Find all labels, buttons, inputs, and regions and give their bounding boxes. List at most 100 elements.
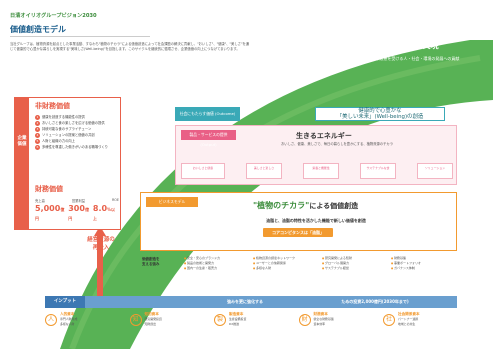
capital-item: 多様な人財: [60, 321, 75, 326]
capital-item: 知財創出: [144, 321, 157, 326]
input-middle-text: 強みを更に強化する: [227, 299, 263, 304]
capital-item: 研究開発投資: [144, 317, 162, 321]
capital-name: 財務資本: [313, 312, 328, 316]
capital-text: 製造資本 生産設備投資 DX推進: [229, 312, 246, 326]
output-tag: 製品・サービスの提供 (Output): [181, 130, 236, 147]
strengths-label: 価値創造を 支える強み: [142, 257, 182, 267]
number-badge: 5: [35, 138, 40, 144]
list-item: 多様な人財: [253, 266, 319, 271]
list-item-text: おいしさと食の楽しさを広げる価値の提供: [42, 121, 105, 125]
number-badge: 6: [35, 144, 40, 150]
capital-intellectual: 知 知的資本 研究開発投資 知財創出: [129, 312, 204, 342]
financial-value-profit: 300億円: [68, 204, 93, 222]
financial-heading: 財務価値: [35, 185, 63, 193]
title-rest: による価値創造: [309, 202, 359, 210]
outcome-line1: 健康的で心豊かな: [358, 108, 402, 114]
outcome-row: 社会にもたらす価値 (Outcome) 健康的で心豊かな 「美しい未来」(Wel…: [175, 107, 457, 121]
number-badge: 2: [35, 120, 40, 126]
output-chip: ソリューション: [417, 163, 453, 179]
value-number: 5,000: [35, 204, 61, 213]
corporate-value-label: 企業価値: [17, 136, 27, 147]
corporate-value-side-bar: 企業価値: [15, 98, 29, 229]
list-item: グローバル展開力: [322, 261, 388, 266]
capital-item: DX推進: [229, 321, 239, 326]
capital-item: 専門人財育成: [60, 317, 78, 321]
financial-label-roe: ROE: [112, 198, 119, 202]
list-item: ユーザーとの信頼関係: [253, 261, 319, 266]
business-model-box: ビジネスモデル "植物のチカラ"による価値創造 油脂と、油脂の特性を活かした機能…: [140, 192, 457, 251]
human-capital-icon: 人: [45, 314, 57, 326]
capital-item: 資本効率: [313, 321, 326, 326]
capital-name: 知的資本: [144, 312, 159, 316]
list-item-text: 持続可能な食のサプライチェーン: [42, 127, 92, 131]
strengths-column: 安全・安心のブランド力 製品の技術と開発力 国内一の生産・販売力: [184, 256, 250, 271]
value-unit: 億円: [35, 207, 65, 221]
strengths-label-line2: 支える強み: [142, 262, 160, 266]
business-model-subtitle: 油脂と、油脂の特性を活かした機能で新しい価値を創造: [266, 218, 366, 223]
list-item-text: 健康を創造する機能性の提供: [42, 115, 85, 119]
value-number: 8.0: [92, 204, 108, 213]
list-item: サステナブル経営: [322, 266, 388, 271]
reinvestment-line2: 再投入: [92, 245, 110, 251]
header-brand: 日清オイリオグループビジョン2030: [10, 13, 97, 19]
manufactured-capital-icon: 製: [214, 314, 226, 326]
list-item: 植物資源の調達ネットワーク: [253, 256, 319, 261]
number-badge: 3: [35, 126, 40, 132]
list-item: 事業ポートフォリオ: [391, 261, 457, 266]
title-quote: "植物のチカラ": [253, 201, 310, 210]
capital-social: 社 社会関係資本 パートナー連携 地域との共生: [383, 312, 457, 342]
sustainability-title: サステナビリティの実現: [351, 41, 439, 50]
value-number: 300: [68, 204, 85, 213]
input-tag: インプット: [45, 296, 85, 308]
financial-value-roe: 8.0%以上: [93, 204, 119, 222]
capital-text: 社会関係資本 パートナー連携 地域との共生: [398, 312, 420, 326]
capital-human: 人 人的資本 専門人財育成 多様な人財: [45, 312, 119, 342]
list-item: ガバナンス体制: [391, 266, 457, 271]
strengths-column: 植物資源の調達ネットワーク ユーザーとの信頼関係 多様な人財: [253, 256, 319, 271]
input-right-text: ための投資2,000億円(2030年まで): [341, 299, 409, 304]
reinvestment-label: 経営資源の 再投入: [71, 236, 131, 252]
intro-paragraph: 当社グループは、植物資源を起点とした事業活動、すなわち"植物のチカラ"による価値…: [10, 42, 250, 51]
capital-text: 人的資本 専門人財育成 多様な人財: [60, 312, 77, 326]
capital-item: パートナー連携: [398, 317, 419, 321]
outcome-line2: 「美しい未来」(Well-being)の創造: [336, 113, 424, 120]
list-item: 製品の技術と開発力: [184, 261, 250, 266]
capital-text: 知的資本 研究開発投資 知財創出: [145, 312, 162, 326]
financial-capital-icon: 財: [298, 314, 311, 326]
page-title: 価値創造モデル: [10, 25, 66, 34]
capital-text: 財務資本 健全な財務基盤 資本効率: [314, 312, 334, 326]
value-unit: 億円: [68, 207, 89, 221]
financial-labels: 売上高 営業利益 ROE: [35, 198, 119, 203]
social-capital-icon: 社: [383, 314, 395, 326]
strengths-label-line1: 価値創造を: [142, 257, 160, 261]
capital-item: 地域との共生: [398, 321, 416, 326]
financial-label-profit: 営業利益: [71, 199, 86, 203]
output-chip: 栄養と機能性: [303, 163, 339, 179]
number-badge: 4: [35, 132, 40, 138]
list-item-text: ソリューションの提案と価値の共創: [42, 133, 95, 137]
input-band: インプット 強みを更に強化する ための投資2,000億円(2030年まで): [45, 296, 457, 308]
output-chips: おいしさと健康 美しさと楽しさ 栄養と機能性 サステナブルな食 ソリューション: [181, 163, 453, 179]
output-box: 製品・サービスの提供 (Output) 生きるエネルギー おいしさ、健康、美しさ…: [175, 125, 457, 185]
output-subtitle: おいしさ、健康、美しさで、毎日の暮らしを豊かにする、植物資源のチカラ: [281, 142, 393, 146]
capital-financial: 財 財務資本 健全な財務基盤 資本効率: [298, 312, 373, 342]
output-chip: おいしさと健康: [181, 163, 225, 179]
financial-values: 5,000億円 300億円 8.0%以上: [35, 204, 119, 222]
capital-name: 社会関係資本: [398, 312, 420, 316]
list-item-text: 人財と組織の力の向上: [42, 139, 75, 143]
output-title: 生きるエネルギー: [296, 132, 352, 140]
nonfinancial-heading: 非財務価値: [35, 102, 70, 110]
value-unit: %以上: [92, 207, 116, 221]
capital-item: 生産設備投資: [229, 317, 247, 321]
financial-value-sales: 5,000億円: [35, 204, 68, 222]
number-badge: 1: [35, 114, 40, 120]
financial-label-sales: 売上高: [35, 199, 45, 203]
list-item: 安全・安心のブランド力: [184, 256, 250, 261]
